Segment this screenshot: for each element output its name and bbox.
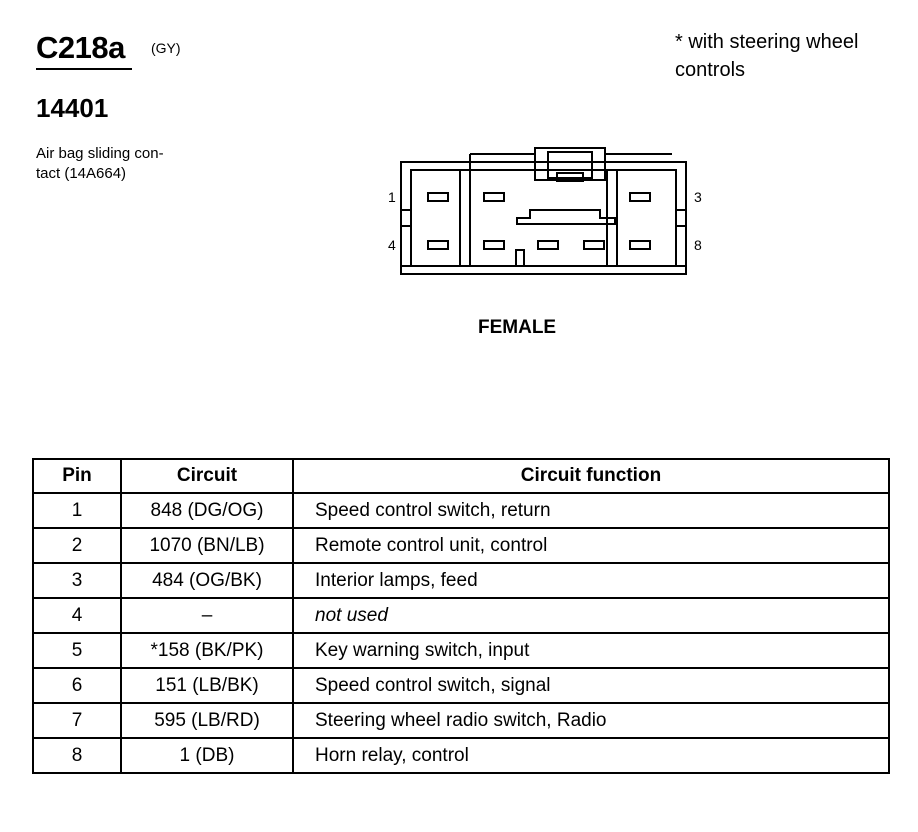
pin-slot-1 [427, 192, 449, 202]
function-cell: Interior lamps, feed [292, 562, 890, 599]
pin-slot-8 [629, 240, 651, 250]
connector-body [400, 161, 687, 275]
connector-face-diagram: 1 4 3 8 [388, 147, 702, 275]
function-cell: not used [292, 597, 890, 634]
connector-latch-inner [547, 151, 593, 179]
pin-slot-2 [483, 192, 505, 202]
table-row: 2 1070 (BN/LB) Remote control unit, cont… [32, 527, 890, 564]
header-circuit: Circuit [120, 458, 294, 494]
pin-slot-3 [629, 192, 651, 202]
connector-id: C218a [36, 30, 125, 65]
footnote: * with steering wheel controls [675, 31, 859, 81]
table-row: 5 *158 (BK/PK) Key warning switch, input [32, 632, 890, 669]
header-pin: Pin [32, 458, 122, 494]
table-row: 8 1 (DB) Horn relay, control [32, 737, 890, 774]
pin-cell: 1 [32, 492, 122, 529]
circuit-cell: 848 (DG/OG) [120, 492, 294, 529]
component-description: Air bag sliding con- tact (14A664) [36, 145, 164, 182]
pin-cell: 7 [32, 702, 122, 739]
pin-cell: 3 [32, 562, 122, 599]
function-cell: Steering wheel radio switch, Radio [292, 702, 890, 739]
function-cell: Remote control unit, control [292, 527, 890, 564]
pin-slot-7 [583, 240, 605, 250]
circuit-cell: – [120, 597, 294, 634]
header-circuit-function: Circuit function [292, 458, 890, 494]
circuit-cell: 1070 (BN/LB) [120, 527, 294, 564]
pin-label-1: 1 [388, 189, 396, 205]
pin-slot-5 [483, 240, 505, 250]
connector-key [516, 209, 616, 225]
connector-id-underline [36, 68, 132, 70]
table-row: 7 595 (LB/RD) Steering wheel radio switc… [32, 702, 890, 739]
function-cell: Speed control switch, return [292, 492, 890, 529]
circuit-cell: *158 (BK/PK) [120, 632, 294, 669]
component-number: 14401 [36, 93, 109, 123]
connector-latch-window [556, 172, 584, 182]
pin-table: Pin Circuit Circuit function 1 848 (DG/O… [32, 458, 890, 774]
pin-slot-4 [427, 240, 449, 250]
table-row: 6 151 (LB/BK) Speed control switch, sign… [32, 667, 890, 704]
connector-body-inner [410, 169, 677, 267]
pin-label-4: 4 [388, 237, 396, 253]
pin-cell: 4 [32, 597, 122, 634]
connector-color-code: (GY) [151, 40, 181, 56]
connector-post [515, 249, 525, 267]
function-cell: Speed control switch, signal [292, 667, 890, 704]
function-cell: Key warning switch, input [292, 632, 890, 669]
pin-cell: 8 [32, 737, 122, 774]
table-row: 4 – not used [32, 597, 890, 634]
pin-label-8: 8 [694, 237, 702, 253]
pin-label-3: 3 [694, 189, 702, 205]
pin-cell: 2 [32, 527, 122, 564]
pin-slot-6 [537, 240, 559, 250]
table-header-row: Pin Circuit Circuit function [32, 458, 890, 494]
view-label: FEMALE [478, 317, 557, 338]
pin-cell: 5 [32, 632, 122, 669]
table-row: 3 484 (OG/BK) Interior lamps, feed [32, 562, 890, 599]
circuit-cell: 151 (LB/BK) [120, 667, 294, 704]
function-cell: Horn relay, control [292, 737, 890, 774]
circuit-cell: 1 (DB) [120, 737, 294, 774]
circuit-cell: 595 (LB/RD) [120, 702, 294, 739]
table-row: 1 848 (DG/OG) Speed control switch, retu… [32, 492, 890, 529]
pin-cell: 6 [32, 667, 122, 704]
circuit-cell: 484 (OG/BK) [120, 562, 294, 599]
